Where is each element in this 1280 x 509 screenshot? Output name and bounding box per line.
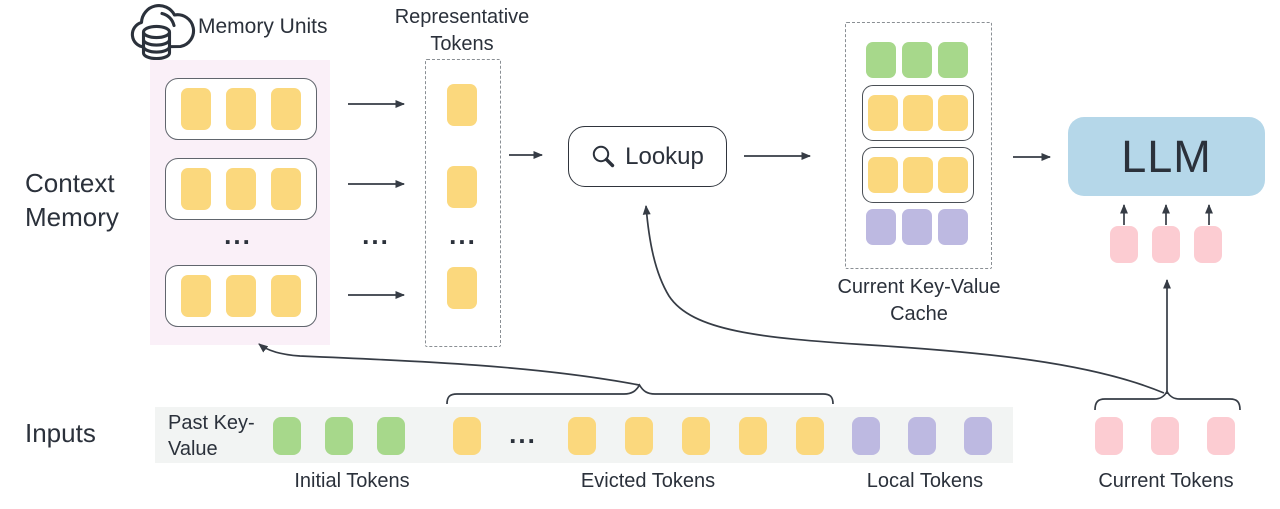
evicted-tokens-label: Evicted Tokens: [580, 470, 716, 492]
mid-ellipsis: ...: [362, 220, 390, 251]
memory-unit: [165, 78, 317, 140]
yellow-token: [271, 168, 301, 210]
purple-token: [938, 209, 968, 245]
search-icon: [592, 145, 615, 168]
evicted-token: [453, 417, 481, 455]
representative-token: [447, 166, 477, 208]
yellow-token: [226, 88, 256, 130]
lookup-label: Lookup: [625, 142, 704, 170]
yellow-token: [625, 417, 653, 455]
pink-token: [1207, 417, 1235, 455]
memory-cloud-database-icon: [130, 4, 196, 61]
yellow-token: [447, 267, 477, 309]
memory-units-label: Memory Units: [198, 15, 328, 38]
pink-token: [1194, 226, 1222, 263]
lookup-button: Lookup: [568, 126, 727, 187]
yellow-token: [682, 417, 710, 455]
current-tokens: [1095, 417, 1235, 455]
yellow-token: [568, 417, 596, 455]
yellow-token: [868, 157, 898, 193]
current-tokens-label: Current Tokens: [1098, 470, 1234, 492]
llm-input-tokens: [1110, 226, 1222, 263]
green-token: [325, 417, 353, 455]
local-tokens: [852, 417, 992, 455]
local-tokens-label: Local Tokens: [866, 470, 984, 492]
purple-token: [852, 417, 880, 455]
past-key-value-label: Past Key-Value: [168, 412, 255, 460]
current-tokens-brace: [1094, 389, 1241, 411]
yellow-token: [453, 417, 481, 455]
purple-token: [964, 417, 992, 455]
green-token: [273, 417, 301, 455]
representative-token: [447, 267, 477, 309]
yellow-token: [181, 88, 211, 130]
green-token: [938, 42, 968, 78]
context-memory-label: Context Memory: [25, 168, 119, 232]
initial-tokens: [273, 417, 405, 455]
inputs-label: Inputs: [25, 418, 96, 448]
yellow-token: [868, 95, 898, 131]
llm-block: LLM: [1068, 117, 1265, 196]
yellow-token: [938, 95, 968, 131]
evicted-tokens-brace: [446, 383, 834, 405]
green-token: [377, 417, 405, 455]
kv-cache-row-purple: [866, 209, 968, 245]
yellow-token: [181, 168, 211, 210]
llm-label: LLM: [1121, 130, 1212, 182]
representative-tokens-label: Representative Tokens: [394, 6, 530, 55]
purple-token: [908, 417, 936, 455]
initial-tokens-label: Initial Tokens: [294, 470, 410, 492]
kv-cache-label: Current Key-Value Cache: [837, 276, 1001, 325]
yellow-token: [226, 275, 256, 317]
pink-token: [1151, 417, 1179, 455]
purple-token: [866, 209, 896, 245]
evicted-tokens-ellipsis: ...: [509, 419, 537, 450]
memory-units-ellipsis: ...: [224, 220, 252, 251]
yellow-token: [938, 157, 968, 193]
yellow-token: [447, 166, 477, 208]
pink-token: [1110, 226, 1138, 263]
yellow-token: [271, 88, 301, 130]
kv-cache-row-boxed: [862, 147, 974, 203]
kv-cache-row-boxed: [862, 85, 974, 141]
yellow-token: [181, 275, 211, 317]
memory-unit: [165, 158, 317, 220]
yellow-token: [903, 95, 933, 131]
arrow-evicted-to-memory: [258, 343, 640, 386]
yellow-token: [447, 84, 477, 126]
green-token: [902, 42, 932, 78]
yellow-token: [796, 417, 824, 455]
pink-token: [1095, 417, 1123, 455]
yellow-token: [226, 168, 256, 210]
yellow-token: [271, 275, 301, 317]
representative-token: [447, 84, 477, 126]
memory-unit: [165, 265, 317, 327]
purple-token: [902, 209, 932, 245]
yellow-token: [739, 417, 767, 455]
kv-cache-row-green: [866, 42, 968, 78]
yellow-token: [903, 157, 933, 193]
green-token: [866, 42, 896, 78]
representative-tokens-ellipsis: ...: [449, 220, 477, 251]
pink-token: [1152, 226, 1180, 263]
evicted-tokens: [568, 417, 824, 455]
